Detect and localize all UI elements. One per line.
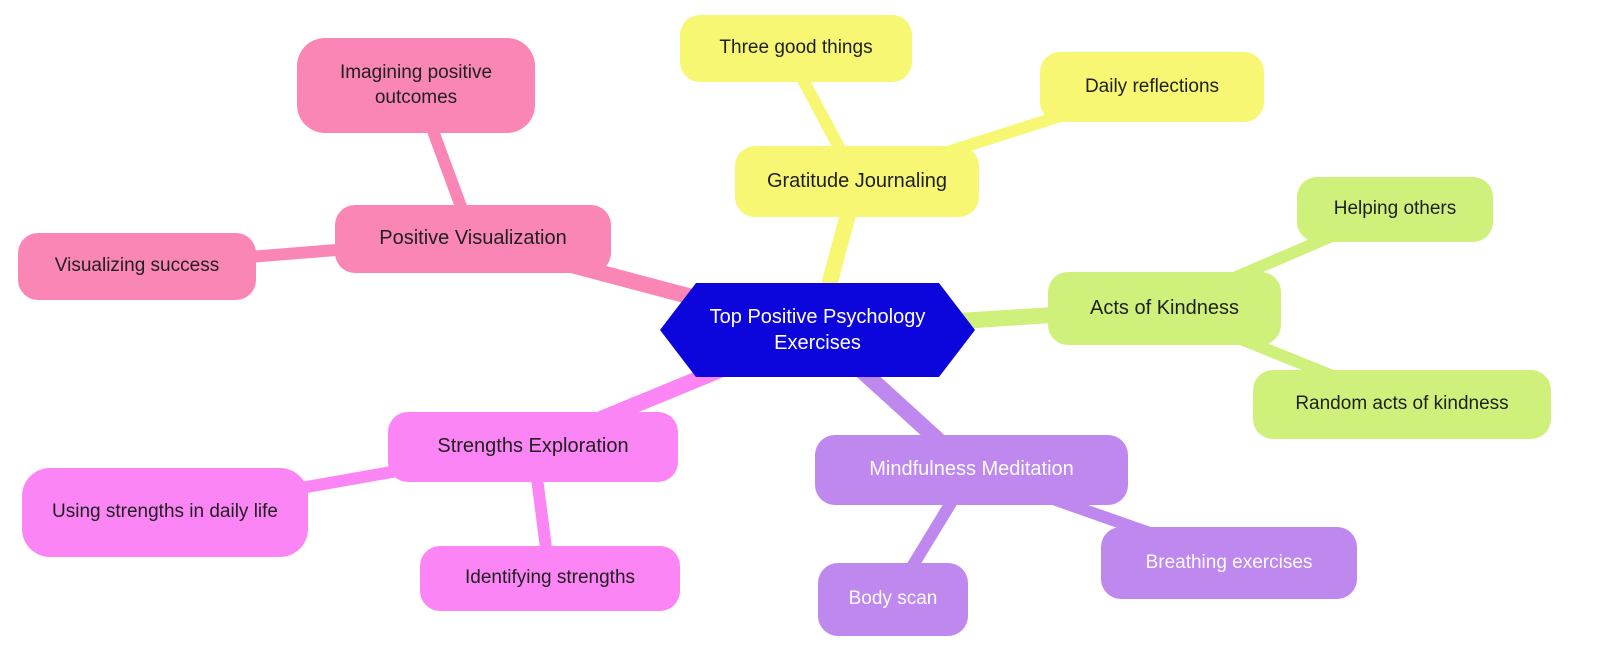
child-breathing-exercises-label: Breathing exercises: [1145, 551, 1313, 573]
child-visualizing-success-label: Visualizing success: [54, 255, 220, 277]
child-body-scan: Body scan: [818, 563, 968, 636]
child-using-strengths-in-daily-life-label: Using strengths in daily life: [52, 501, 278, 523]
child-identifying-strengths: Identifying strengths: [420, 546, 680, 611]
child-visualizing-success: Visualizing success: [18, 233, 256, 300]
child-imagining-positive-outcomes: Imagining positive outcomes: [297, 38, 535, 133]
child-daily-reflections: Daily reflections: [1040, 52, 1264, 122]
child-daily-reflections-label: Daily reflections: [1084, 75, 1220, 97]
child-helping-others: Helping others: [1297, 177, 1493, 242]
child-identifying-strengths-label: Identifying strengths: [464, 567, 636, 589]
branch-gratitude-journaling: Gratitude Journaling: [735, 146, 979, 217]
branch-mindfulness-meditation-label: Mindfulness Meditation: [869, 458, 1074, 481]
branch-gratitude-journaling-label: Gratitude Journaling: [766, 169, 948, 192]
child-random-acts-of-kindness: Random acts of kindness: [1253, 370, 1551, 439]
child-imagining-positive-outcomes-label: Imagining positive outcomes: [339, 62, 493, 108]
child-body-scan-label: Body scan: [848, 588, 938, 610]
branch-acts-of-kindness-label: Acts of Kindness: [1090, 296, 1239, 319]
branch-acts-of-kindness: Acts of Kindness: [1048, 272, 1281, 345]
child-three-good-things: Three good things: [680, 15, 912, 82]
branch-positive-visualization: Positive Visualization: [335, 205, 611, 273]
child-using-strengths-in-daily-life: Using strengths in daily life: [22, 468, 308, 557]
branch-mindfulness-meditation: Mindfulness Meditation: [815, 435, 1128, 505]
child-random-acts-of-kindness-label: Random acts of kindness: [1295, 393, 1509, 415]
branch-strengths-exploration-label: Strengths Exploration: [437, 435, 629, 458]
root-node-label: Top Positive Psychology Exercises: [709, 306, 926, 354]
root-node: Top Positive Psychology Exercises: [660, 283, 975, 377]
branch-strengths-exploration: Strengths Exploration: [388, 412, 678, 482]
branch-positive-visualization-label: Positive Visualization: [379, 227, 567, 250]
child-helping-others-label: Helping others: [1333, 198, 1457, 220]
child-breathing-exercises: Breathing exercises: [1101, 527, 1357, 599]
child-three-good-things-label: Three good things: [719, 37, 873, 59]
